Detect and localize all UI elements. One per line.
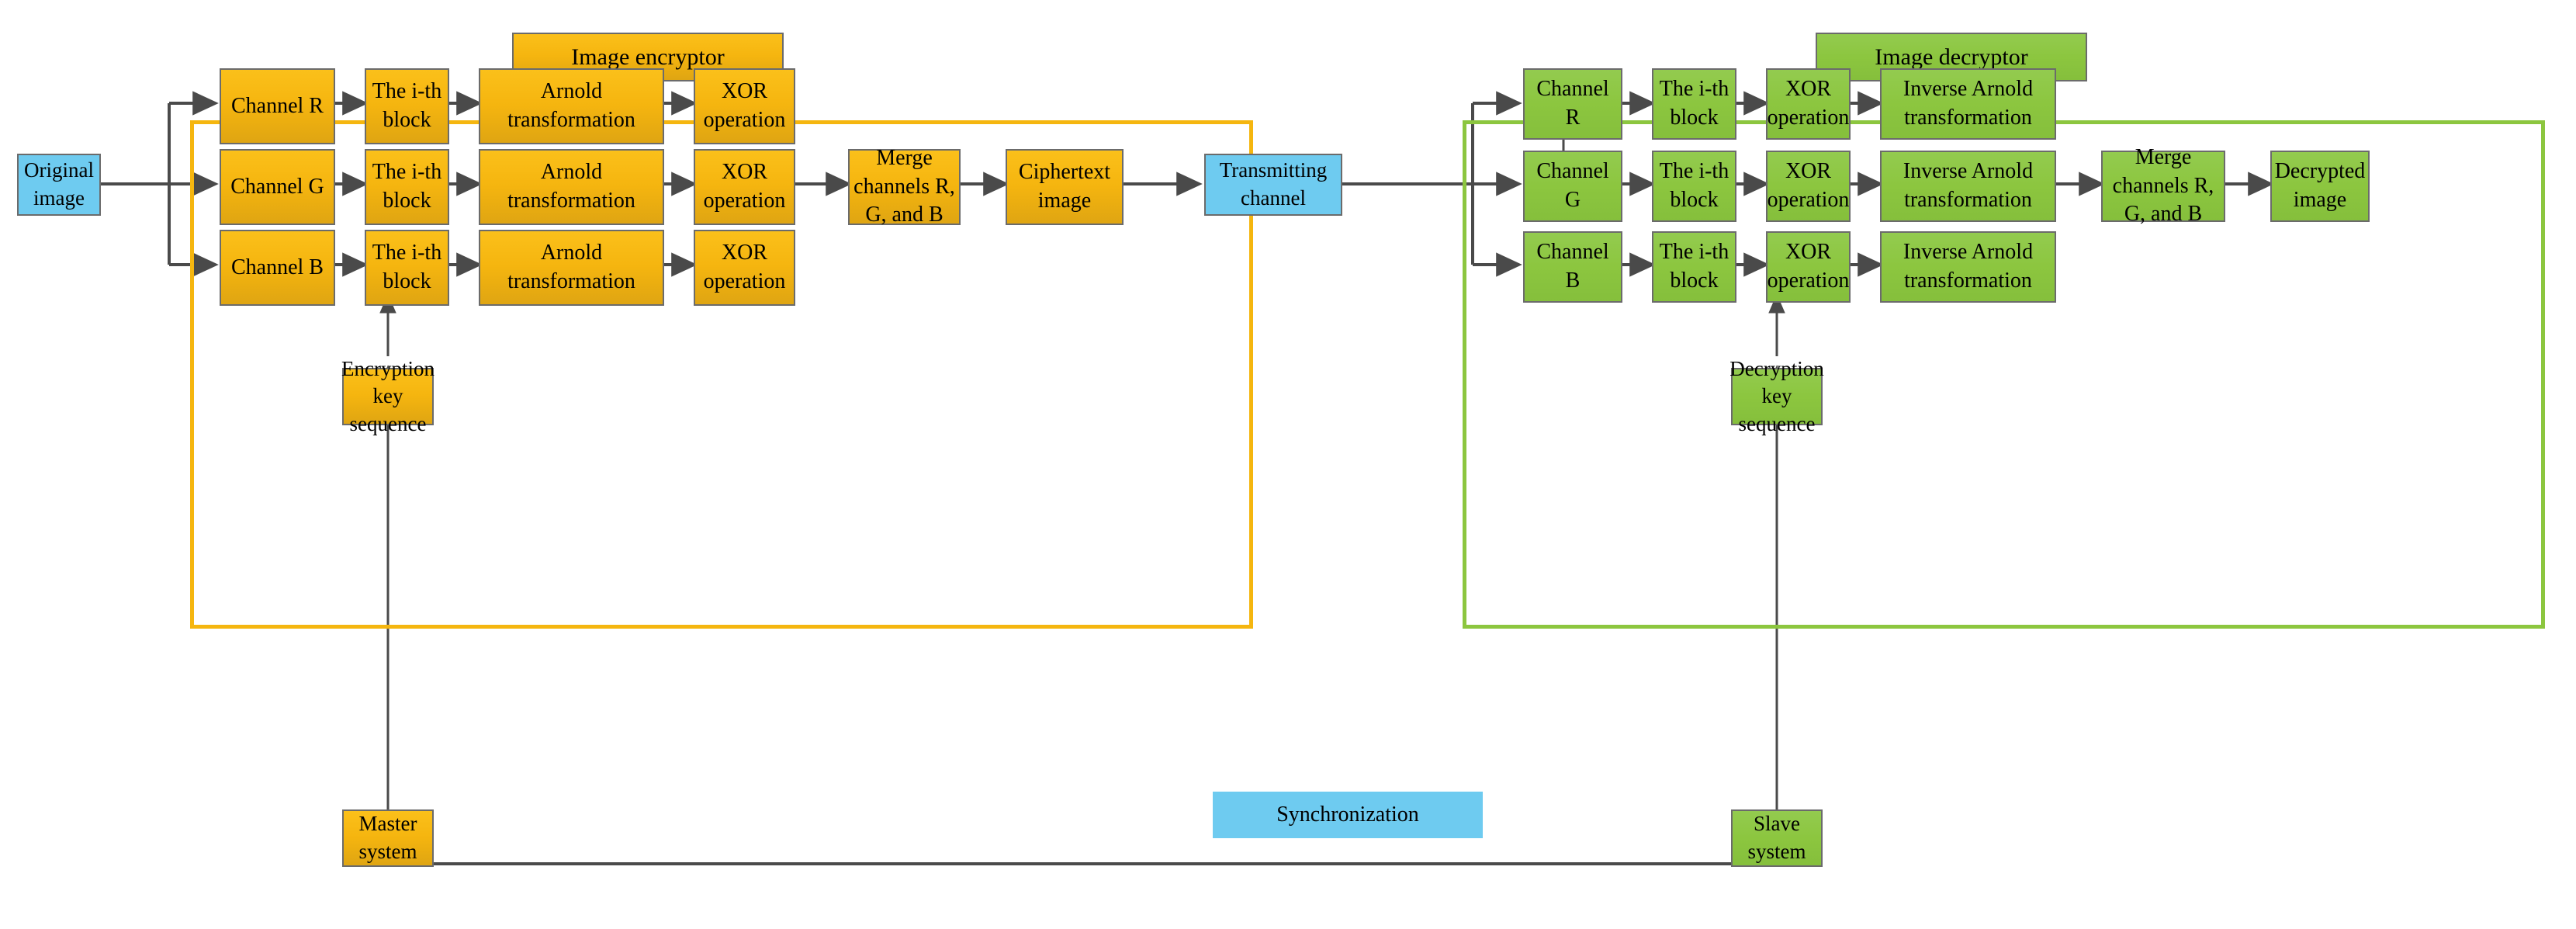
enc-block-r-label: The i-th block <box>372 79 442 132</box>
enc-channel-b-label: Channel B <box>231 255 324 279</box>
enc-arnold-r-box: Arnold transformation <box>479 68 664 144</box>
transmitting-channel-label: Transmitting channel <box>1219 158 1328 210</box>
decryption-key-sequence-box: Decryption key sequence <box>1729 357 1823 435</box>
dec-inverse-arnold-r-box: Inverse Arnold transformation <box>1880 68 2056 140</box>
dec-block-r-box: The i-th block <box>1652 68 1736 140</box>
enc-xor-g-label: XOR operation <box>703 160 786 213</box>
dec-channel-g-label: Channel G <box>1536 159 1609 212</box>
enc-xor-r-label: XOR operation <box>703 79 786 132</box>
enc-channel-r-label: Channel R <box>231 93 324 118</box>
enc-xor-b-label: XOR operation <box>703 241 786 293</box>
dec-xor-r-box: XOR operation <box>1766 68 1851 140</box>
enc-merge-box: Merge channels R, G, and B <box>848 146 961 227</box>
enc-xor-g-box: XOR operation <box>694 149 795 225</box>
original-image-label: Original image <box>24 158 94 210</box>
enc-xor-r-box: XOR operation <box>694 68 795 144</box>
ciphertext-image-box: Ciphertext image <box>1006 149 1124 225</box>
enc-channel-g-box: Channel G <box>220 149 335 225</box>
enc-arnold-b-label: Arnold transformation <box>507 241 635 293</box>
enc-merge-label: Merge channels R, G, and B <box>853 145 955 227</box>
dec-block-r-label: The i-th block <box>1659 77 1729 130</box>
dec-xor-g-box: XOR operation <box>1766 151 1851 222</box>
dec-inverse-arnold-g-box: Inverse Arnold transformation <box>1880 151 2056 222</box>
dec-channel-g-box: Channel G <box>1523 151 1622 222</box>
dec-xor-r-label: XOR operation <box>1767 77 1850 130</box>
enc-block-g-box: The i-th block <box>365 149 449 225</box>
slave-system-box: Slave system <box>1731 809 1823 867</box>
dec-inverse-arnold-b-box: Inverse Arnold transformation <box>1880 231 2056 303</box>
transmitting-channel-box: Transmitting channel <box>1204 154 1342 216</box>
dec-channel-b-box: Channel B <box>1523 231 1622 303</box>
enc-block-r-box: The i-th block <box>365 68 449 144</box>
enc-arnold-r-label: Arnold transformation <box>507 79 635 132</box>
dec-block-b-label: The i-th block <box>1659 240 1729 293</box>
slave-system-label: Slave system <box>1747 812 1806 863</box>
dec-block-g-box: The i-th block <box>1652 151 1736 222</box>
decrypted-image-box: Decrypted image <box>2270 151 2370 222</box>
dec-xor-b-box: XOR operation <box>1766 231 1851 303</box>
dec-inverse-arnold-r-label: Inverse Arnold transformation <box>1903 77 2034 130</box>
dec-channel-r-label: Channel R <box>1536 77 1609 130</box>
ciphertext-image-label: Ciphertext image <box>1018 160 1111 213</box>
dec-xor-g-label: XOR operation <box>1767 159 1850 212</box>
dec-merge-label: Merge channels R, G, and B <box>2112 144 2214 227</box>
dec-block-b-box: The i-th block <box>1652 231 1736 303</box>
enc-arnold-b-box: Arnold transformation <box>479 230 664 306</box>
enc-arnold-g-label: Arnold transformation <box>507 160 635 213</box>
decrypted-image-label: Decrypted image <box>2274 159 2366 212</box>
dec-channel-b-label: Channel B <box>1536 240 1609 293</box>
dec-channel-r-box: Channel R <box>1523 68 1622 140</box>
synchronization-box: Synchronization <box>1213 792 1483 838</box>
master-system-label: Master system <box>358 812 417 863</box>
enc-arnold-g-box: Arnold transformation <box>479 149 664 225</box>
dec-merge-box: Merge channels R, G, and B <box>2101 145 2225 226</box>
enc-block-b-label: The i-th block <box>372 241 442 293</box>
original-image-box: Original image <box>17 154 101 216</box>
dec-xor-b-label: XOR operation <box>1767 240 1850 293</box>
synchronization-label: Synchronization <box>1276 802 1419 827</box>
enc-channel-g-label: Channel G <box>230 174 324 199</box>
enc-block-g-label: The i-th block <box>372 160 442 213</box>
enc-block-b-box: The i-th block <box>365 230 449 306</box>
dec-inverse-arnold-b-label: Inverse Arnold transformation <box>1903 240 2034 293</box>
enc-channel-r-box: Channel R <box>220 68 335 144</box>
enc-xor-b-box: XOR operation <box>694 230 795 306</box>
enc-channel-b-box: Channel B <box>220 230 335 306</box>
dec-block-g-label: The i-th block <box>1659 159 1729 212</box>
master-system-box: Master system <box>342 809 434 867</box>
dec-inverse-arnold-g-label: Inverse Arnold transformation <box>1903 159 2034 212</box>
encryption-key-sequence-box: Encryption key sequence <box>341 357 435 435</box>
